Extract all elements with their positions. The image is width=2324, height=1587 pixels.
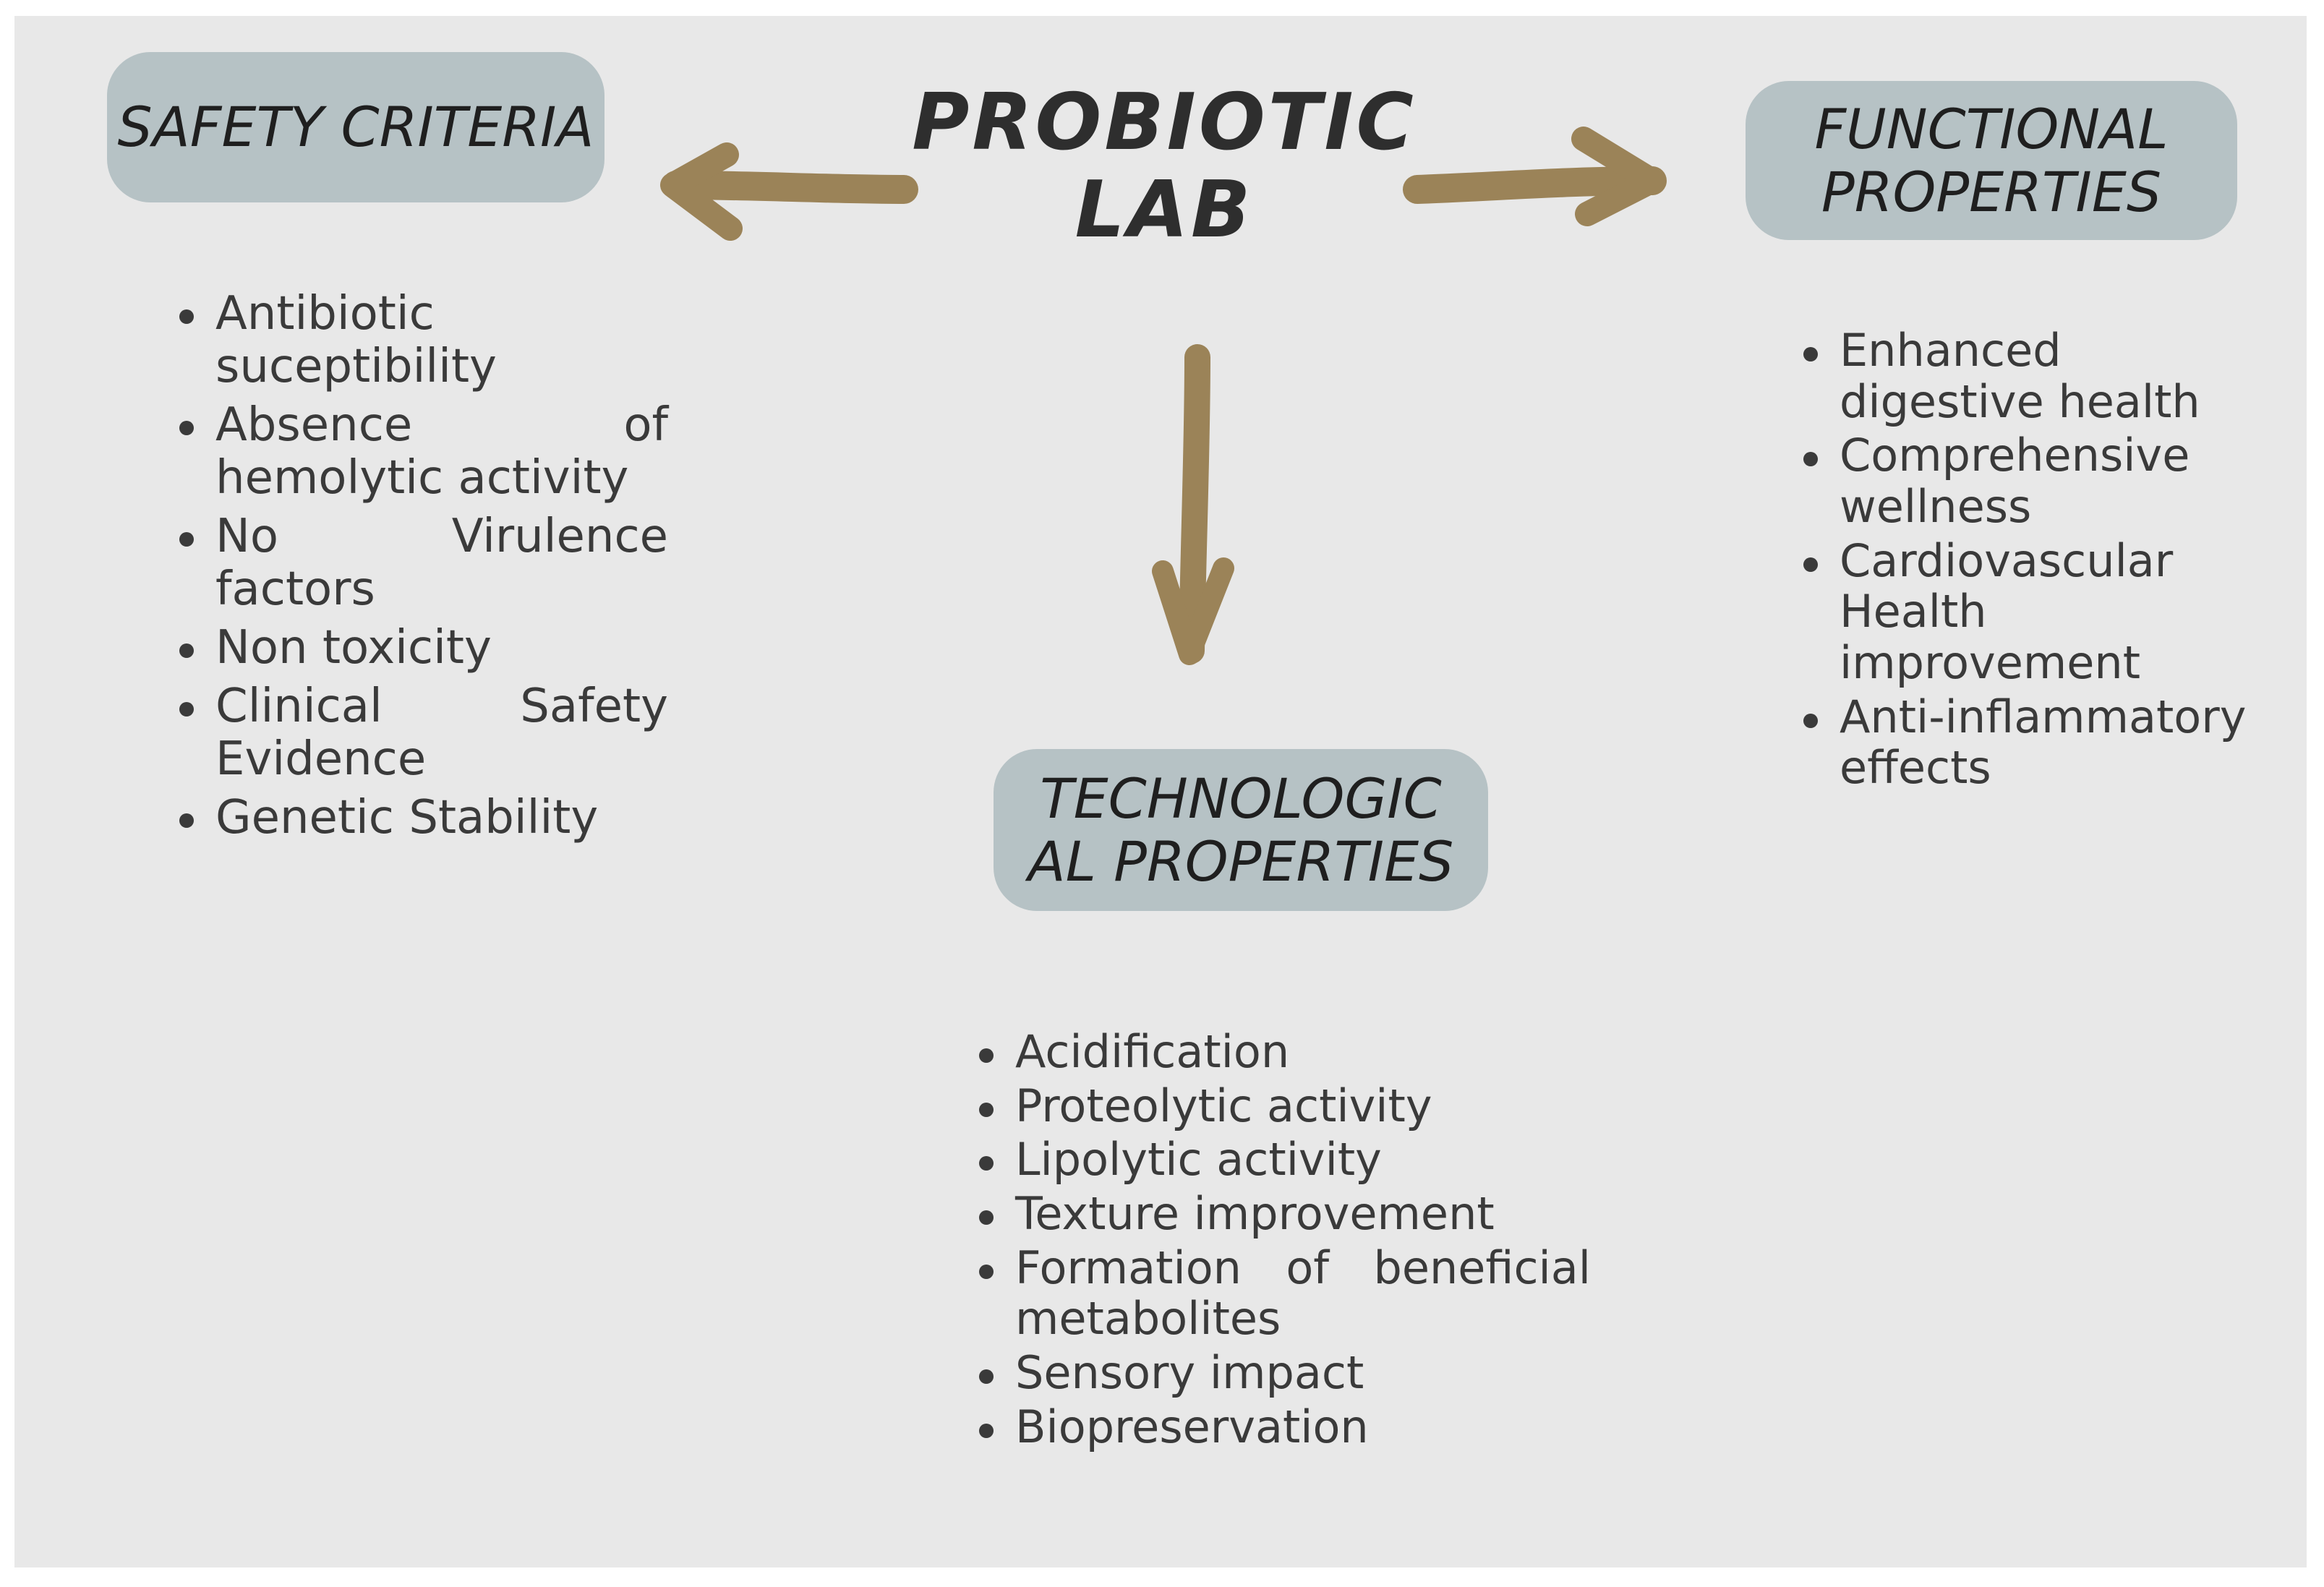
functional-title-line2: PROPERTIES [1821,160,2162,224]
safety-criteria-title: SAFETY CRITERIA [117,95,594,160]
functional-title-line1: FUNCTIONAL [1814,96,2169,161]
list-item: Formation of beneficial metabolites [976,1242,1591,1345]
safety-criteria-label: SAFETY CRITERIA [107,52,605,202]
list-item: Genetic Stability [176,791,668,844]
center-title-line2: LAB [1075,164,1254,255]
list-item: Comprehensive wellness [1800,429,2263,532]
list-item: Lipolytic activity [976,1134,1591,1186]
list-item: No Virulence factors [176,510,668,616]
list-item: Proteolytic activity [976,1080,1591,1132]
list-item: Acidification [976,1026,1591,1078]
list-item: Non toxicity [176,621,668,675]
safety-criteria-list: Antibiotic suceptibility Absence of hemo… [176,288,668,850]
list-item: Cardiovascular Health improvement [1800,535,2263,689]
list-item: Absence of hemolytic activity [176,398,668,505]
center-title: PROBIOTIC LAB [889,77,1439,255]
list-item: Texture improvement [976,1188,1591,1240]
list-item: Enhanced digestive health [1800,325,2263,427]
technological-title-line1: TECHNOLOGIC [1040,766,1442,831]
functional-properties-label: FUNCTIONAL PROPERTIES [1746,81,2237,240]
functional-properties-list: Enhanced digestive health Comprehensive … [1800,325,2263,797]
list-item: Sensory impact [976,1347,1591,1399]
arrow-to-functional [1403,127,1667,226]
center-title-line1: PROBIOTIC [912,77,1417,168]
list-item: Biopreservation [976,1401,1591,1453]
technological-title-line2: AL PROPERTIES [1028,829,1454,894]
technological-properties-label: TECHNOLOGIC AL PROPERTIES [994,749,1488,911]
technological-properties-list: Acidification Proteolytic activity Lipol… [976,1026,1591,1455]
arrow-to-safety [660,142,918,241]
list-item: Antibiotic suceptibility [176,288,668,393]
arrow-to-technological [1152,344,1234,665]
list-item: Anti-inflammatory effects [1800,691,2263,794]
list-item: Clinical Safety Evidence [176,680,668,786]
